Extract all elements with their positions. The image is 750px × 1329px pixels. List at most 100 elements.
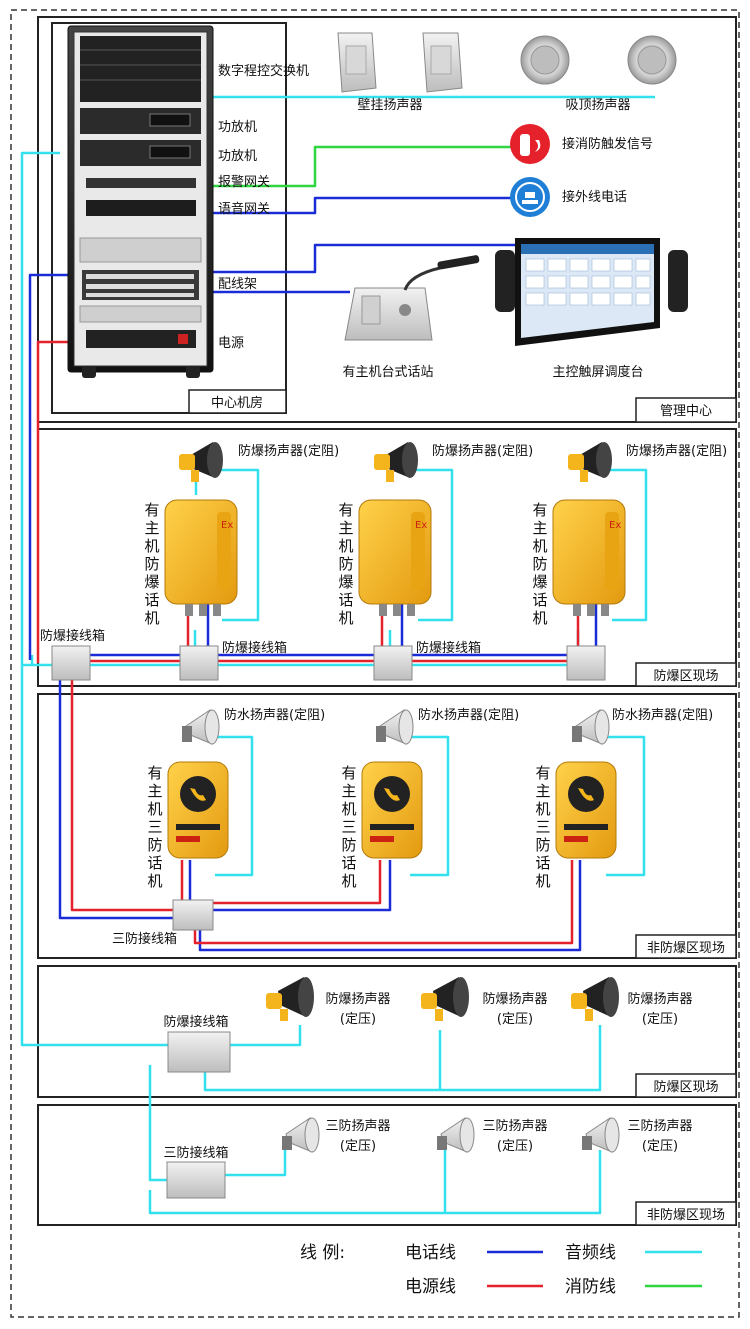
tri-proof-junction-2-label: 三防接线箱 — [163, 1145, 228, 1161]
audio-exzone2-bus — [230, 1025, 302, 1047]
non-explosion-zone-1 — [37, 693, 737, 959]
svg-text:(定压): (定压) — [340, 1012, 376, 1027]
ex-phone-2-label: 有 主 机 防 爆 话 机 — [338, 501, 353, 627]
svg-text:(定压): (定压) — [642, 1139, 678, 1154]
svg-text:话: 话 — [338, 591, 353, 609]
explosion-zone-2 — [37, 965, 737, 1098]
svg-text:防爆扬声器: 防爆扬声器 — [627, 991, 692, 1007]
svg-text:三防扬声器: 三防扬声器 — [627, 1118, 692, 1134]
svg-text:三: 三 — [341, 818, 356, 836]
explosion-zone-2-label: 防爆区现场 — [653, 1079, 718, 1095]
svg-text:三防扬声器: 三防扬声器 — [482, 1118, 547, 1134]
svg-text:主: 主 — [338, 519, 353, 537]
svg-text:机: 机 — [147, 872, 162, 890]
fire-signal-label: 接消防触发信号 — [562, 136, 653, 152]
svg-text:话: 话 — [144, 591, 159, 609]
tri-proof-junction-label: 三防接线箱 — [112, 931, 177, 947]
svg-text:机: 机 — [338, 609, 353, 627]
ceiling-speaker-icon — [520, 35, 677, 85]
waterproof-horn-speaker-icon — [182, 709, 610, 745]
rack-switch-label: 数字程控交换机 — [218, 63, 309, 79]
non-explosion-zone-1-label: 非防爆区现场 — [647, 940, 725, 956]
svg-text:机: 机 — [532, 537, 547, 555]
non-explosion-zone-2 — [37, 1104, 737, 1226]
svg-text:话: 话 — [532, 591, 547, 609]
svg-text:机: 机 — [341, 800, 356, 818]
legend-power-line: 电源线 — [405, 1277, 456, 1297]
outer-frame — [10, 9, 740, 1318]
telephone-icon — [510, 177, 550, 217]
fire-line — [190, 145, 515, 188]
management-label: 管理中心 — [660, 404, 712, 419]
svg-text:防: 防 — [147, 836, 162, 854]
svg-text:主: 主 — [535, 782, 550, 800]
svg-text:防: 防 — [532, 555, 547, 573]
svg-text:话: 话 — [147, 854, 162, 872]
svg-text:Ex: Ex — [415, 520, 427, 531]
svg-text:有: 有 — [147, 764, 162, 782]
svg-text:机: 机 — [147, 800, 162, 818]
management-zone — [37, 16, 737, 423]
ex-phone-1-label: 有 主 机 防 爆 话 机 — [144, 501, 159, 627]
legend-phone-line: 电话线 — [405, 1243, 456, 1263]
svg-text:爆: 爆 — [532, 573, 547, 591]
svg-text:(定压): (定压) — [340, 1139, 376, 1154]
svg-text:机: 机 — [144, 609, 159, 627]
ceiling-speaker-label: 吸顶扬声器 — [565, 98, 630, 113]
svg-text:话: 话 — [535, 854, 550, 872]
tri-proof-junction-box-2-icon — [166, 1161, 226, 1199]
legend-title: 线 例: — [300, 1243, 345, 1263]
ex-junction-2-label: 防爆接线箱 — [163, 1014, 228, 1030]
server-room-label: 中心机房 — [211, 395, 263, 411]
svg-text:三防扬声器: 三防扬声器 — [325, 1118, 390, 1134]
phone-trunk-left — [28, 273, 70, 660]
ex-speaker-1-label: 防爆扬声器(定阻) — [238, 443, 339, 459]
phone-line-console — [190, 243, 515, 274]
svg-text:话: 话 — [341, 854, 356, 872]
svg-text:Ex: Ex — [221, 520, 233, 531]
legend-fire-line: 消防线 — [565, 1277, 616, 1297]
alarm-gateway-unit — [86, 178, 196, 188]
waterproof-speaker-2-label: 防水扬声器(定阻) — [418, 707, 519, 723]
switch-unit — [80, 36, 201, 102]
waterproof-speaker-3-label: 防水扬声器(定阻) — [612, 707, 713, 723]
rack-amp1-label: 功放机 — [218, 120, 257, 135]
rack-power-label: 电源 — [218, 336, 244, 351]
svg-text:机: 机 — [144, 537, 159, 555]
wall-speaker-icon — [337, 32, 463, 93]
ex-phone-3-label: 有 主 机 防 爆 话 机 — [532, 501, 547, 627]
audio-trunk-left — [20, 151, 180, 1047]
phone-line-voice-gw — [190, 196, 515, 215]
tri-proof-junction-box-icon — [172, 899, 214, 931]
waterproof-speaker-1-label: 防水扬声器(定阻) — [224, 707, 325, 723]
tri-proof-phone-1-label: 有 主 机 三 防 话 机 — [147, 764, 162, 890]
svg-text:防: 防 — [535, 836, 550, 854]
svg-text:有: 有 — [535, 764, 550, 782]
svg-text:有: 有 — [532, 501, 547, 519]
svg-text:Ex: Ex — [609, 520, 621, 531]
desk-station-label: 有主机台式话站 — [342, 365, 433, 380]
tri-proof-speaker-labels: 三防扬声器 (定压) 三防扬声器 (定压) 三防扬声器 (定压) — [325, 1118, 692, 1154]
power-unit — [86, 330, 196, 348]
svg-text:机: 机 — [532, 609, 547, 627]
ex-horn-speaker-2-icon — [266, 977, 619, 1021]
tri-proof-horn-speaker-icon — [282, 1117, 620, 1153]
ex-junction-mid1-label: 防爆接线箱 — [222, 640, 287, 656]
tri-proof-phone-3-label: 有 主 机 三 防 话 机 — [535, 764, 550, 890]
svg-text:主: 主 — [341, 782, 356, 800]
svg-text:防: 防 — [144, 555, 159, 573]
external-phone-label: 接外线电话 — [562, 189, 627, 205]
wall-speaker-label: 壁挂扬声器 — [357, 98, 422, 113]
desk-station-icon — [344, 255, 480, 341]
svg-text:(定压): (定压) — [497, 1139, 533, 1154]
svg-text:机: 机 — [535, 800, 550, 818]
svg-text:防: 防 — [341, 836, 356, 854]
power-trunk-left — [36, 340, 80, 663]
svg-text:三: 三 — [535, 818, 550, 836]
svg-text:防爆扬声器: 防爆扬声器 — [325, 991, 390, 1007]
svg-text:防: 防 — [338, 555, 353, 573]
rack-voice-gw-label: 语音网关 — [218, 201, 270, 217]
ex-junction-left-label: 防爆接线箱 — [40, 628, 105, 644]
server-room-zone — [51, 22, 287, 414]
